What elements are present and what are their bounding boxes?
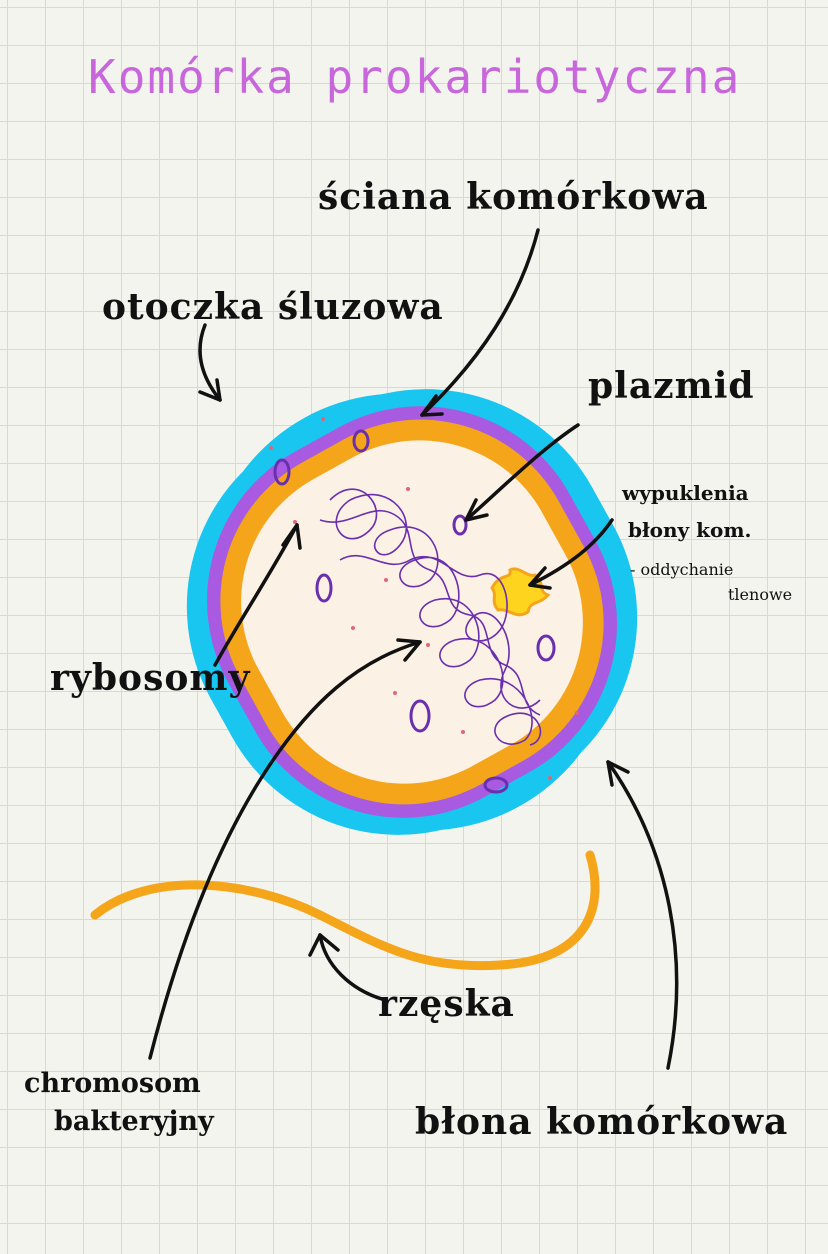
label-membrane-folds-note2: tlenowe [728, 585, 793, 604]
arrow-cell-wall [420, 228, 540, 417]
label-membrane-folds-line1: wypuklenia [622, 481, 749, 505]
label-slime-layer: otoczka śluzowa [102, 286, 444, 328]
label-cell-wall: ściana komórkowa [318, 176, 709, 218]
arrow-slime-layer [198, 323, 222, 402]
plasmids [273, 429, 556, 794]
ribosomes [269, 417, 579, 780]
label-chromosome-line1: chromosom [24, 1068, 201, 1099]
label-cell-membrane: błona komórkowa [415, 1101, 789, 1143]
arrow-cell-membrane [606, 760, 679, 1070]
bacterial-chromosome [319, 488, 542, 746]
arrow-chromosome [148, 640, 422, 1060]
label-chromosome-line2: bakteryjny [54, 1106, 214, 1137]
label-membrane-folds-line2: błony kom. [628, 518, 752, 542]
arrow-plasmid [464, 423, 580, 522]
arrow-flagellum [318, 933, 387, 1002]
label-flagellum: rzęska [378, 983, 515, 1025]
diagram-title: Komórka prokariotyczna [88, 50, 742, 104]
flagellum [90, 850, 600, 971]
label-ribosomes: rybosomy [50, 657, 251, 699]
arrow-ribosomes [213, 523, 299, 667]
arrow-membrane-folds [528, 518, 614, 587]
label-membrane-folds-note1: - oddychanie [630, 560, 734, 579]
label-plasmid: plazmid [588, 365, 755, 407]
annotation-arrows [148, 228, 679, 1070]
